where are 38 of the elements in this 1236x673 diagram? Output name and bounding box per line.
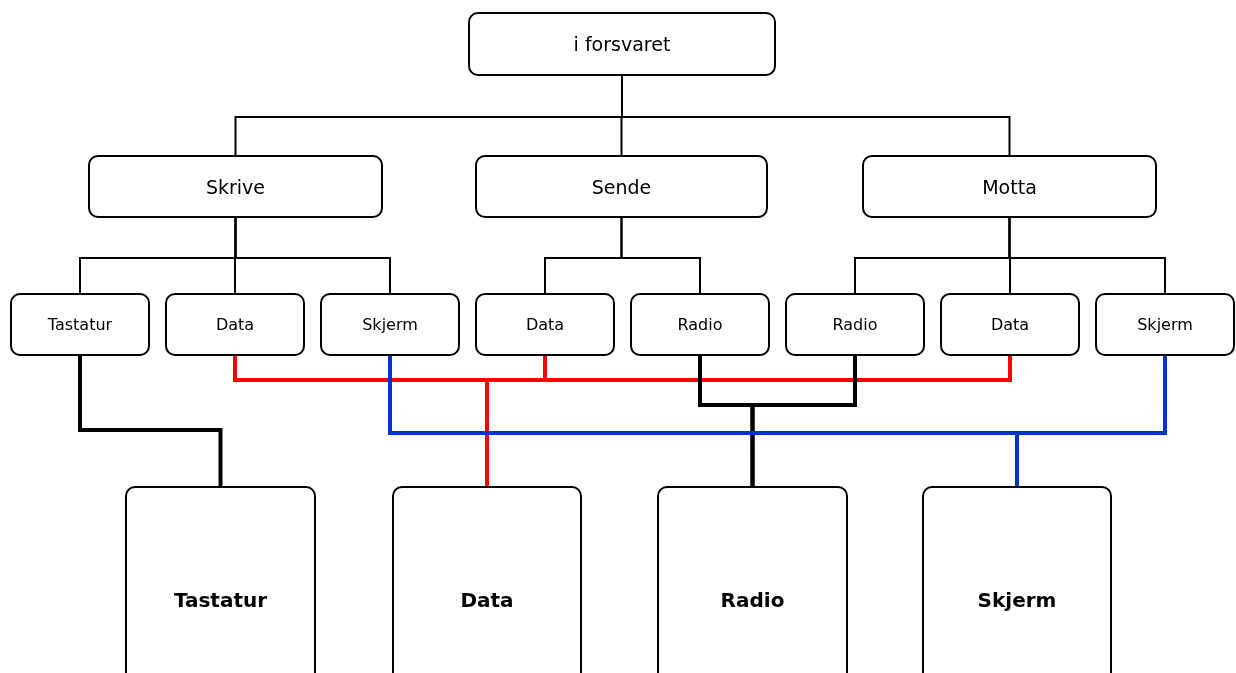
node-label: Radio <box>832 315 878 334</box>
node-label: Data <box>525 315 565 334</box>
node-label: Motta <box>982 175 1037 198</box>
process-box <box>1095 293 1235 356</box>
node-label: Data <box>460 588 514 612</box>
node-label: i forsvaret <box>573 33 671 55</box>
process-box <box>940 293 1080 356</box>
node-label: Skrive <box>205 175 266 198</box>
process-box <box>630 293 770 356</box>
device-box <box>922 486 1112 673</box>
node-label: Radio <box>677 315 723 334</box>
device-box <box>657 486 848 673</box>
node-label: Data <box>215 315 255 334</box>
node-label: Skjerm <box>1137 315 1193 334</box>
node-label: Sende <box>591 175 652 198</box>
node-label: Tastatur <box>173 588 268 612</box>
process-box <box>88 155 383 218</box>
connector-line <box>750 356 857 486</box>
process-box <box>468 12 776 76</box>
process-box <box>862 155 1157 218</box>
process-box <box>10 293 150 356</box>
node-label: Tastatur <box>47 315 113 334</box>
process-box <box>475 293 615 356</box>
device-box <box>125 486 316 673</box>
process-box <box>165 293 305 356</box>
connector-line <box>1008 217 1166 294</box>
connector-line <box>234 217 391 294</box>
node-label: Data <box>990 315 1030 334</box>
connector-line <box>620 217 701 294</box>
connector-line <box>1015 356 1167 486</box>
process-box <box>475 155 768 218</box>
node-label: Skjerm <box>362 315 418 334</box>
process-box <box>785 293 925 356</box>
device-box <box>392 486 582 673</box>
connector-line <box>78 356 223 486</box>
node-label: Radio <box>720 588 785 612</box>
process-box <box>320 293 460 356</box>
node-label: Skjerm <box>977 588 1057 612</box>
